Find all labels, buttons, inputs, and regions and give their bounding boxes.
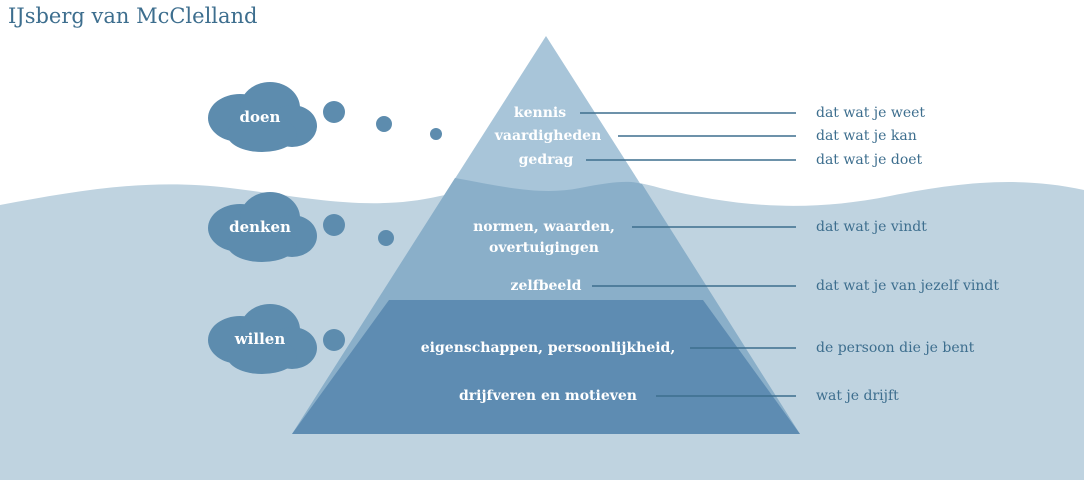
- level-normen: normen, waarden,: [473, 219, 615, 235]
- desc-zelfbeeld: dat wat je van jezelf vindt: [816, 278, 999, 294]
- level-vaardigheden: vaardigheden: [494, 128, 602, 144]
- level-zelfbeeld: zelfbeeld: [510, 278, 582, 294]
- desc-eigenschappen: de persoon die je bent: [816, 340, 975, 356]
- cloud-label-willen: willen: [234, 330, 286, 348]
- cloud-label-denken: denken: [229, 218, 291, 236]
- thought-bubbles: [323, 101, 442, 351]
- level-overtuigingen: overtuigingen: [489, 240, 599, 256]
- cloud-denken: [208, 192, 317, 262]
- desc-kennis: dat wat je weet: [816, 105, 926, 121]
- desc-vaardigheden: dat wat je kan: [816, 128, 917, 144]
- level-gedrag: gedrag: [518, 152, 574, 168]
- iceberg-base: [292, 300, 800, 434]
- level-drijfveren: drijfveren en motieven: [459, 388, 637, 404]
- desc-gedrag: dat wat je doet: [816, 152, 923, 168]
- cloud-doen: [208, 82, 317, 152]
- diagram-title: IJsberg van McClelland: [8, 4, 258, 28]
- connector-lines: [580, 112, 796, 397]
- cloud-label-doen: doen: [239, 108, 281, 126]
- desc-drijfveren: wat je drijft: [816, 388, 899, 404]
- level-kennis: kennis: [513, 105, 567, 121]
- level-eigenschappen: eigenschappen, persoonlijkheid,: [420, 340, 676, 356]
- cloud-willen: [208, 304, 317, 374]
- desc-normen: dat wat je vindt: [816, 219, 927, 235]
